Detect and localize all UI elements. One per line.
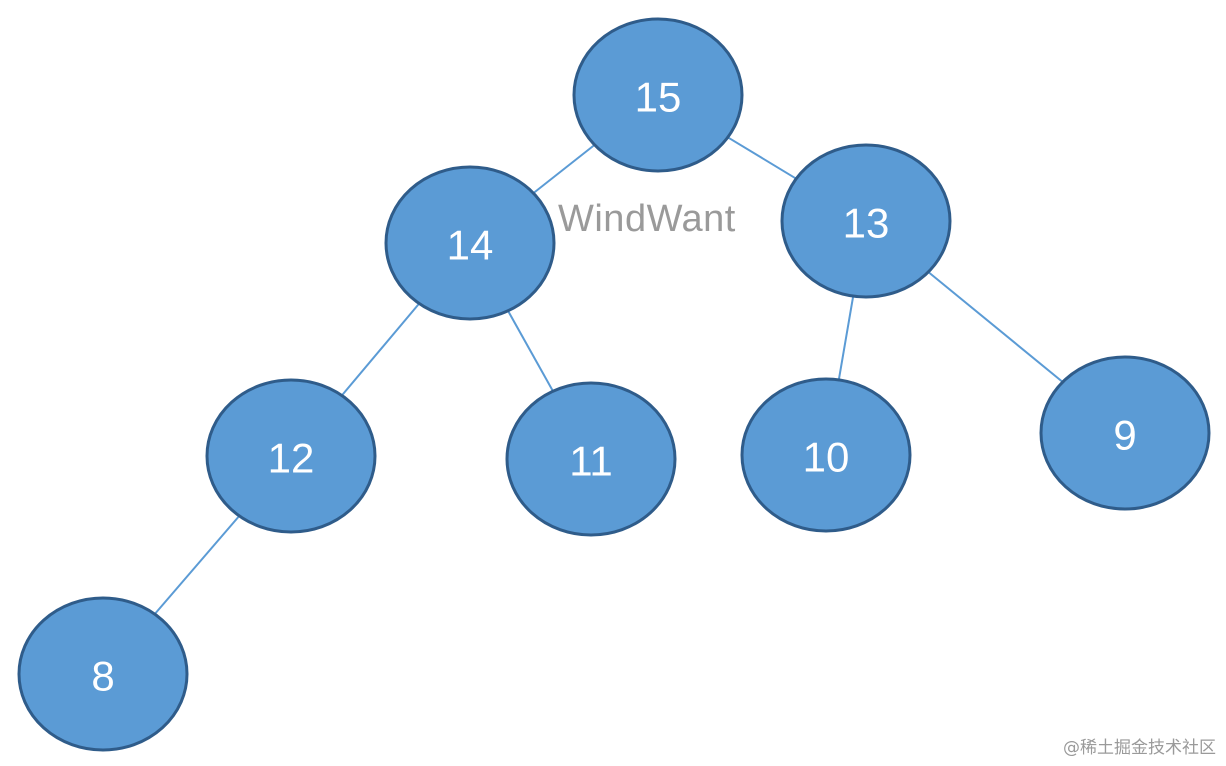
node-circle bbox=[780, 143, 952, 299]
node-label: 10 bbox=[803, 434, 850, 481]
tree-node-13: 13 bbox=[780, 143, 952, 299]
node-label: 8 bbox=[91, 653, 114, 700]
node-label: 11 bbox=[569, 438, 613, 485]
edge-14-12 bbox=[341, 302, 420, 397]
node-circle bbox=[17, 596, 189, 752]
edge-13-10 bbox=[837, 295, 855, 381]
watermark-windwant: WindWant bbox=[558, 198, 736, 240]
node-circle bbox=[384, 165, 556, 321]
node-circle bbox=[205, 378, 377, 534]
node-circle bbox=[1039, 355, 1211, 511]
edge-15-13 bbox=[727, 136, 797, 180]
node-label: 9 bbox=[1113, 412, 1136, 459]
node-circle bbox=[740, 377, 912, 533]
edge-15-14 bbox=[532, 144, 596, 194]
watermark-juejin: @稀土掘金技术社区 bbox=[1063, 738, 1216, 758]
tree-node-12: 12 bbox=[205, 378, 377, 534]
node-label: 15 bbox=[635, 74, 682, 121]
node-label: 14 bbox=[447, 222, 494, 269]
tree-node-10: 10 bbox=[740, 377, 912, 533]
tree-node-14: 14 bbox=[384, 165, 556, 321]
edge-13-9 bbox=[927, 271, 1064, 383]
tree-node-9: 9 bbox=[1039, 355, 1211, 511]
node-circle bbox=[572, 17, 744, 173]
tree-node-15: 15 bbox=[572, 17, 744, 173]
tree-node-11: 11 bbox=[505, 381, 677, 537]
edge-12-8 bbox=[153, 515, 241, 615]
tree-node-8: 8 bbox=[17, 596, 189, 752]
node-circle bbox=[505, 381, 677, 537]
node-label: 13 bbox=[843, 200, 890, 247]
nodes-layer: 15 14 13 12 11 10 9 8 bbox=[17, 17, 1211, 752]
edges-layer bbox=[153, 136, 1064, 615]
node-label: 12 bbox=[268, 435, 315, 482]
edge-14-11 bbox=[507, 310, 554, 392]
